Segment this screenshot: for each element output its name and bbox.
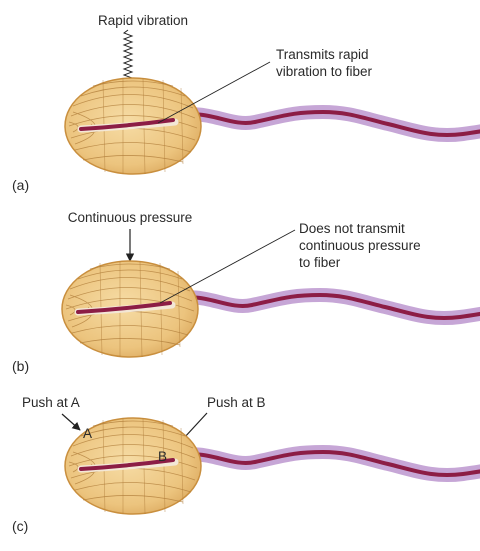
- push-a-arrow: [61, 413, 81, 431]
- annotation-leader-b: [159, 229, 296, 304]
- annotation-b-line1: Does not transmit: [299, 221, 405, 236]
- push-a-label: Push at A: [22, 395, 80, 410]
- fiber-ending: [76, 301, 172, 314]
- annotation-b-line3: to fiber: [299, 255, 341, 270]
- push-b-label: Push at B: [207, 395, 266, 410]
- point-b-marker: B: [158, 449, 167, 464]
- panel-c-letter: (c): [12, 518, 28, 534]
- panel-c: Push at A Push at B A B (c): [12, 395, 480, 534]
- annotation-a-line2: vibration to fiber: [276, 64, 373, 79]
- panel-b: Continuous pressure Does not transmit co…: [12, 210, 480, 374]
- annotation-b-line2: continuous pressure: [299, 238, 421, 253]
- continuous-pressure-label: Continuous pressure: [68, 210, 193, 225]
- fiber-ending: [79, 118, 175, 131]
- annotation-leader-a: [157, 61, 271, 124]
- point-a-marker: A: [83, 426, 92, 441]
- annotation-a-line1: Transmits rapid: [276, 47, 369, 62]
- fiber-ending: [79, 458, 175, 471]
- panel-b-letter: (b): [12, 358, 29, 374]
- rapid-vibration-label: Rapid vibration: [98, 13, 188, 28]
- panel-a-letter: (a): [12, 177, 29, 193]
- panel-a: Rapid vibration Transmits rapid vibratio…: [12, 13, 480, 193]
